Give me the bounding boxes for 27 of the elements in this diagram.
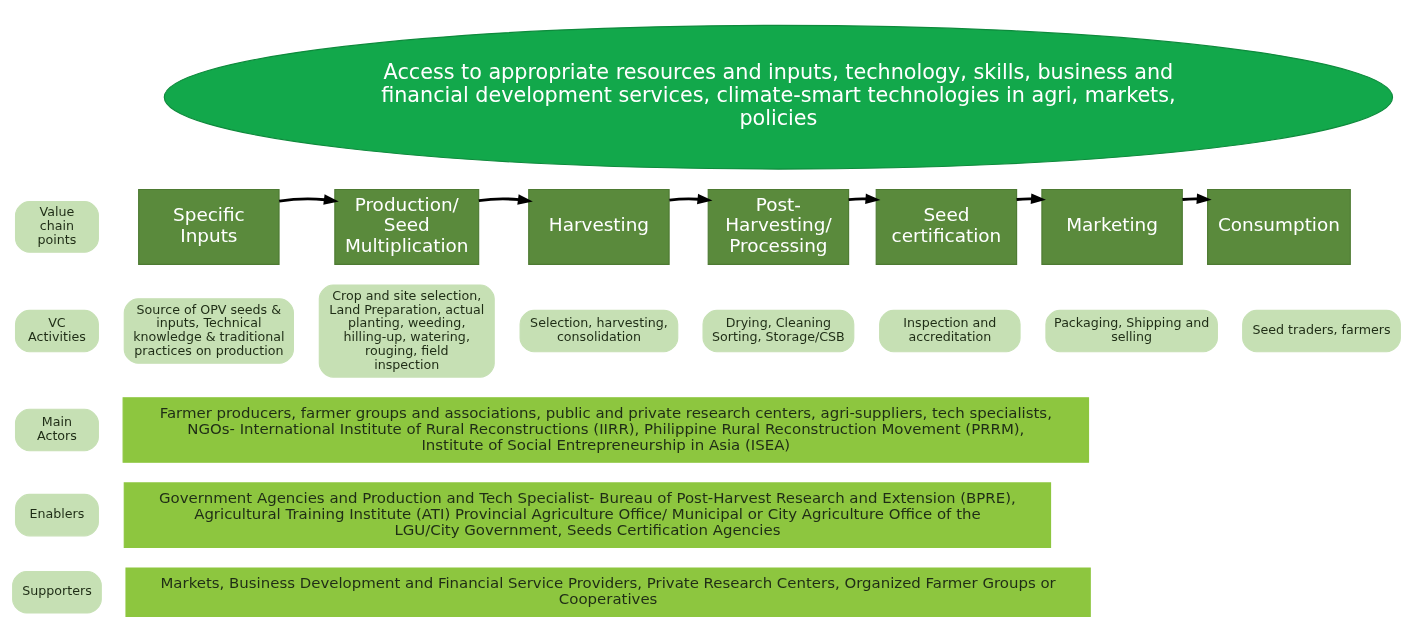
node-box: Supporters	[12, 570, 102, 614]
node-box: Specific Inputs	[138, 188, 280, 265]
node-box: Seed certification	[875, 188, 1018, 265]
node-ellipse: Access to appropriate resources and inputs, technology, skills, business and financial development services, climate-smart technologies in agri, markets, policies	[163, 24, 1394, 170]
node-box: Packaging, Shipping and selling	[1045, 309, 1218, 353]
node-box: Value chain points	[14, 201, 99, 253]
node-box: Inspection and accreditation	[879, 309, 1021, 353]
node-box: VC Activities	[14, 309, 99, 353]
node-box: Production/ Seed Multiplication	[334, 188, 480, 265]
node-box: Harvesting	[528, 188, 670, 265]
arrow	[669, 193, 713, 205]
node-box: Farmer producers, farmer groups and associations, public and private research centers, agri-suppliers, tech specialists, NGOs- International Institute of Rural Reconstructions (IIRR), Philippine Rural Reconstruction Movement (PRRM), Institute of Social Entrepreneurship in Asia (ISEA)	[122, 397, 1090, 463]
arrow	[848, 193, 881, 205]
arrow	[279, 194, 339, 205]
node-box: Consumption	[1207, 188, 1351, 265]
node-box: Crop and site selection, Land Preparation, actual planting, weeding, hilling-up, watering, rouging, field inspection	[318, 284, 495, 378]
node-box: Marketing	[1041, 188, 1183, 265]
arrow	[478, 194, 533, 205]
node-box: Drying, Cleaning Sorting, Storage/CSB	[702, 309, 855, 353]
node-box: Seed traders, farmers	[1242, 309, 1401, 353]
node-box: Selection, harvesting, consolidation	[519, 309, 679, 353]
node-box: Source of OPV seeds & inputs, Technical knowledge & traditional practices on production	[123, 298, 294, 364]
node-box: Main Actors	[14, 408, 99, 452]
node-box: Enablers	[14, 493, 99, 537]
node-box: Government Agencies and Production and Tech Specialist- Bureau of Post-Harvest Research and Extension (BPRE), Agricultural Training Institute (ATI) Provincial Agriculture Office/ Municipal or City Agriculture Office of the LGU/City Government, Seeds Certification Agencies	[123, 482, 1052, 548]
node-box: Markets, Business Development and Financial Service Providers, Private Research Centers, Organized Farmer Groups or Cooperatives	[125, 567, 1091, 617]
node-box: Post- Harvesting/ Processing	[707, 188, 850, 265]
